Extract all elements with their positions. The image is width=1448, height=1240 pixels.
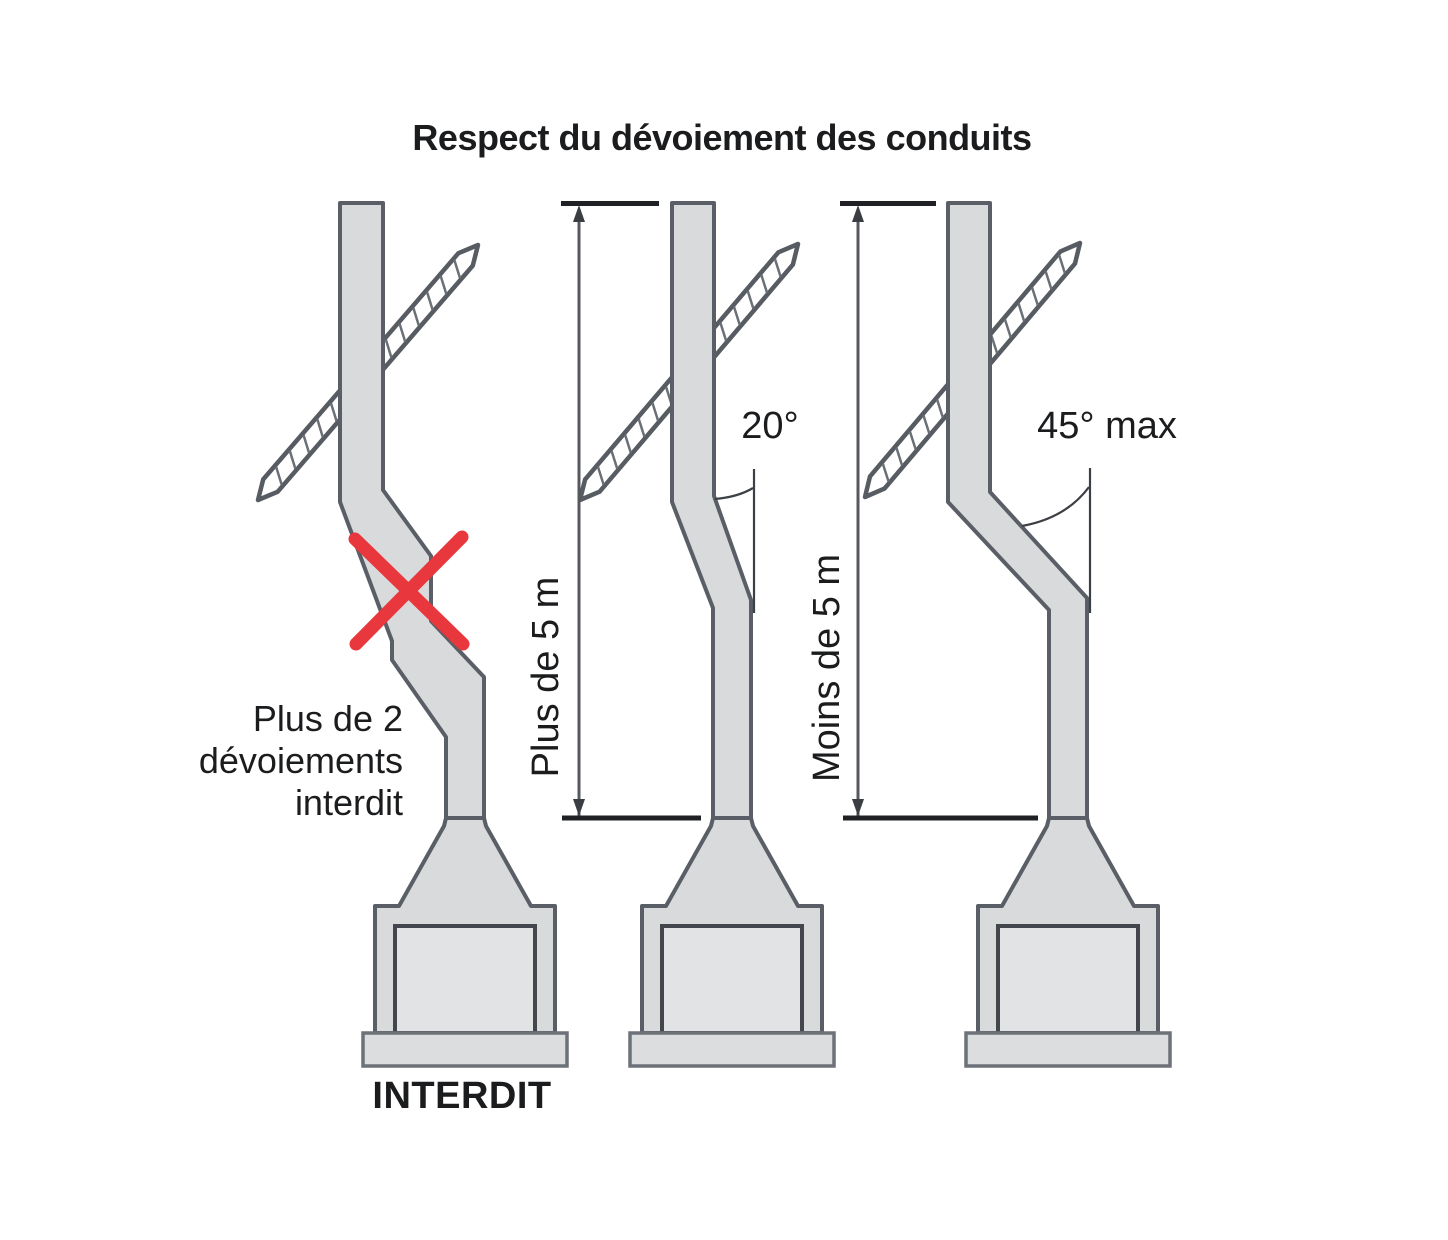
beam-hatch-line (274, 466, 283, 486)
beam-hatch-line (439, 275, 448, 295)
angle-annotation-45 (1021, 468, 1092, 613)
height-label-moins-5m: Moins de 5 m (806, 554, 848, 782)
beam-hatch-line (935, 399, 944, 418)
cross-stroke-2 (349, 530, 469, 651)
dimension-line-right (840, 201, 1038, 821)
forbidden-cross-icon (348, 530, 470, 651)
beam-hatch-line (908, 431, 917, 450)
beam-hatch-line (732, 306, 741, 326)
beam-hatch-line (773, 258, 782, 278)
angle-arc (714, 487, 754, 501)
beam-hatch-line (651, 402, 660, 422)
arrow-up-icon (852, 205, 864, 222)
flue-pipe-45deg (946, 201, 1089, 820)
fireplace-left (361, 816, 569, 1068)
beam-hatch-line (1003, 318, 1012, 338)
angle-arc (1021, 486, 1090, 528)
beam-hatch-line (746, 290, 755, 310)
beam-hatch-line (425, 291, 434, 311)
verdict-label: INTERDIT (372, 1075, 551, 1117)
beam-hatch-line (719, 322, 728, 342)
fireplace-right (964, 816, 1172, 1068)
forbidden-note: Plus de 2 dévoiements interdit (199, 698, 403, 823)
angle-label-45: 45° max (1037, 405, 1177, 447)
beam-hatch-line (288, 450, 297, 470)
beam-hatch-line (596, 466, 605, 485)
beam-hatch-line (398, 323, 407, 343)
arrow-down-icon (852, 799, 864, 816)
arrow-down-icon (573, 799, 585, 816)
beam-hatch-line (610, 450, 619, 469)
fireplace-middle (628, 816, 836, 1068)
beam-hatch-line (637, 418, 646, 438)
height-label-plus-5m: Plus de 5 m (525, 577, 567, 778)
beam-hatch-line (990, 335, 999, 354)
beam-hatch-line (384, 339, 393, 358)
beam-hatch-line (412, 307, 421, 327)
beam-hatch-line (895, 447, 904, 466)
beam-hatch-line (1017, 302, 1026, 322)
forbidden-note-line3: interdit (295, 782, 403, 823)
beam-hatch-line (329, 402, 338, 422)
angle-label-20: 20° (741, 405, 798, 447)
beam-hatch-line (302, 434, 311, 454)
page-title: Respect du dévoiement des conduits (412, 117, 1031, 158)
forbidden-note-line1: Plus de 2 (253, 698, 403, 739)
beam-hatch-line (316, 418, 324, 438)
beam-hatch-line (1030, 286, 1039, 306)
beam-hatch-line (922, 415, 931, 434)
dimension-line-middle (561, 201, 701, 821)
beam-hatch-line (623, 434, 632, 454)
forbidden-note-line2: dévoiements (199, 740, 403, 781)
beam-hatch-line (760, 274, 769, 294)
angle-annotation-20 (714, 469, 756, 613)
beam-hatch-line (881, 463, 890, 482)
beam-hatch-line (1044, 270, 1053, 290)
beam-hatch-line (453, 259, 462, 279)
beam-hatch-line (1058, 254, 1067, 274)
arrow-up-icon (573, 205, 585, 222)
